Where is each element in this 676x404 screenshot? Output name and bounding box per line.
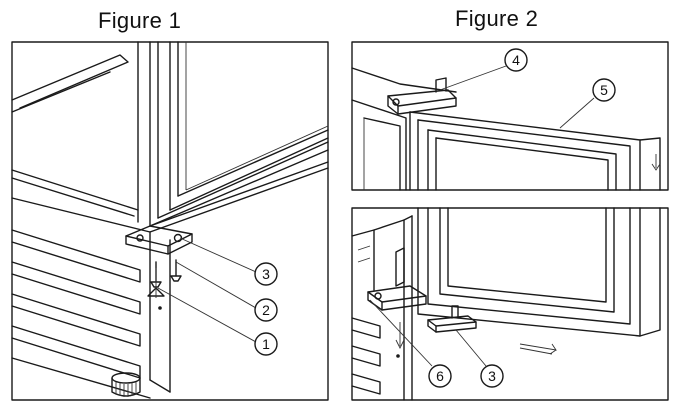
callout-1-fig1: 1 bbox=[254, 332, 278, 356]
svg-text:5: 5 bbox=[600, 82, 608, 98]
cabinet-top-rail bbox=[11, 54, 129, 109]
callout-2-fig1: 2 bbox=[254, 298, 278, 322]
glass-door-top bbox=[409, 111, 661, 191]
figure-2-top-panel: 4 5 bbox=[351, 41, 669, 191]
figure-2-bottom-frame bbox=[351, 207, 669, 401]
figure-1-title: Figure 1 bbox=[98, 8, 182, 33]
callout-3-fig1: 3 bbox=[254, 262, 278, 286]
figure-2-title: Figure 2 bbox=[455, 6, 539, 31]
svg-text:1: 1 bbox=[262, 336, 270, 352]
figure-2-bottom-panel: 6 3 bbox=[351, 207, 669, 401]
hinge-pin-part bbox=[427, 305, 477, 333]
callout-3-fig2: 3 bbox=[480, 364, 504, 388]
leveling-foot bbox=[111, 372, 141, 397]
svg-text:2: 2 bbox=[262, 302, 270, 318]
bottom-hinge-bracket bbox=[125, 225, 193, 255]
glass-door-bottom bbox=[417, 207, 661, 337]
svg-text:4: 4 bbox=[512, 52, 520, 68]
svg-text:3: 3 bbox=[488, 368, 496, 384]
callout-5: 5 bbox=[592, 78, 616, 102]
svg-text:3: 3 bbox=[262, 266, 270, 282]
top-hinge bbox=[387, 77, 457, 115]
svg-text:6: 6 bbox=[436, 368, 444, 384]
callout-6: 6 bbox=[428, 364, 452, 388]
hinge-screws bbox=[147, 259, 182, 298]
figure-1-panel: 3 2 1 bbox=[11, 41, 329, 401]
callout-4: 4 bbox=[504, 48, 528, 72]
figure-2-top-frame bbox=[351, 41, 669, 191]
vent-grille bbox=[11, 229, 151, 399]
